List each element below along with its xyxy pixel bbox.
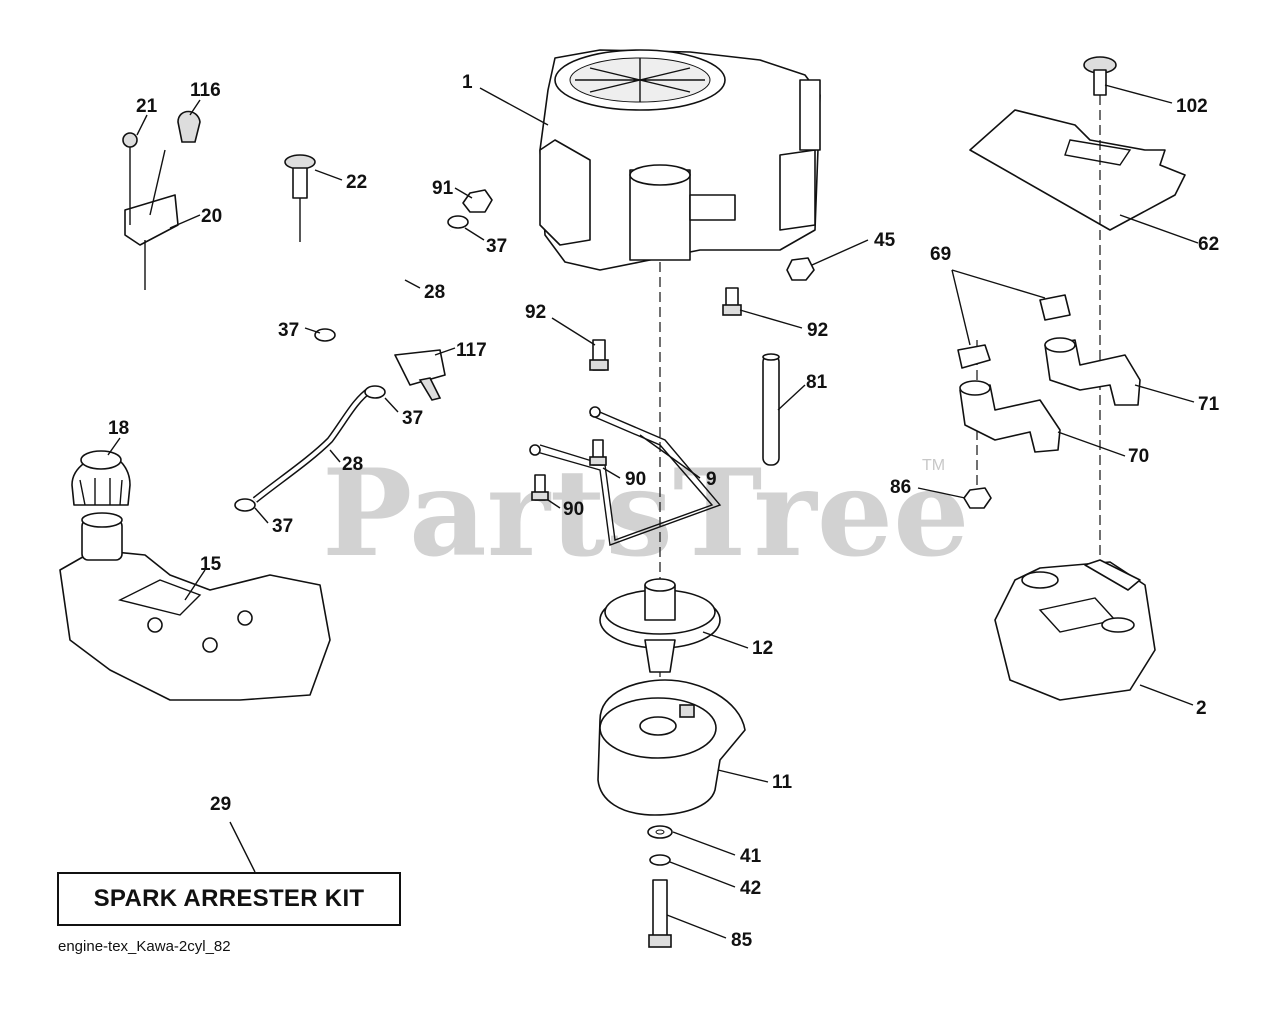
pulley-12-part[interactable]	[599, 578, 721, 673]
diagram-code: engine-tex_Kawa-2cyl_82	[58, 938, 231, 955]
spark-arrester-kit-label: SPARK ARRESTER KIT	[93, 885, 365, 912]
muffler-2-part[interactable]	[994, 559, 1156, 701]
fuel-line-lower-part[interactable]	[234, 385, 386, 512]
watermark-trademark: TM	[922, 457, 945, 474]
callout-9: 9	[706, 469, 717, 490]
callout-15: 15	[200, 554, 222, 575]
callout-28-b: 28	[342, 454, 363, 475]
engine-part[interactable]	[539, 49, 821, 271]
fuel-tank-part[interactable]	[59, 512, 331, 701]
throttle-control-part[interactable]	[122, 110, 201, 291]
callout-21: 21	[136, 96, 158, 117]
washer-41-part[interactable]	[647, 825, 673, 839]
fuel-shutoff-valve-part[interactable]	[394, 349, 446, 401]
callout-37-a: 37	[486, 236, 507, 257]
callout-20: 20	[201, 206, 222, 227]
callout-29: 29	[210, 794, 231, 815]
callout-28-a: 28	[424, 282, 445, 303]
callout-90-a: 90	[625, 469, 646, 490]
callout-117: 117	[456, 340, 487, 361]
callout-102: 102	[1176, 96, 1208, 117]
callout-37-c: 37	[402, 408, 423, 429]
nut-91-part[interactable]	[462, 189, 493, 213]
pto-clutch-11-part[interactable]	[597, 679, 746, 816]
callout-1: 1	[462, 72, 473, 93]
callout-85: 85	[731, 930, 753, 951]
callout-92-b: 92	[807, 320, 828, 341]
heat-shield-62-part[interactable]	[969, 109, 1186, 231]
callout-37-d: 37	[272, 516, 293, 537]
washer-42-part[interactable]	[649, 854, 671, 866]
callout-81: 81	[806, 372, 828, 393]
callout-91: 91	[432, 178, 454, 199]
bolt-85-part[interactable]	[648, 879, 672, 948]
callout-116: 116	[190, 80, 221, 101]
watermark-text: PartsTree	[322, 443, 969, 584]
callout-62: 62	[1198, 234, 1219, 255]
choke-knob-part[interactable]	[284, 154, 316, 242]
callout-12: 12	[752, 638, 773, 659]
bolt-92-right-part[interactable]	[722, 287, 742, 316]
callout-45: 45	[874, 230, 896, 251]
fuel-line-upper-part[interactable]	[314, 215, 469, 342]
nut-45-part[interactable]	[786, 257, 815, 281]
callout-11: 11	[772, 772, 793, 793]
callout-37-b: 37	[278, 320, 299, 341]
bolt-90-left-part[interactable]	[531, 474, 549, 501]
callout-42: 42	[740, 878, 761, 899]
callout-71: 71	[1198, 394, 1220, 415]
bolt-92-left-part[interactable]	[589, 339, 609, 371]
bolt-90-right-part[interactable]	[589, 439, 607, 466]
spark-arrester-kit-box[interactable]: SPARK ARRESTER KIT	[57, 872, 401, 926]
leader-lines	[107, 84, 1199, 939]
callout-69: 69	[930, 244, 951, 265]
fuel-cap-part[interactable]	[71, 450, 131, 506]
tube-81-part[interactable]	[762, 353, 780, 466]
callout-92-a: 92	[525, 302, 546, 323]
callout-18: 18	[108, 418, 129, 439]
callout-2: 2	[1196, 698, 1207, 719]
callout-41: 41	[740, 846, 762, 867]
callout-90-b: 90	[563, 499, 584, 520]
exhaust-pipe-71-part[interactable]	[1044, 337, 1141, 406]
gasket-69-part[interactable]	[957, 294, 1071, 369]
callout-22: 22	[346, 172, 367, 193]
bolt-102-part[interactable]	[1083, 56, 1117, 96]
exhaust-pipe-70-part[interactable]	[959, 380, 1061, 453]
callout-86: 86	[890, 477, 911, 498]
callout-70: 70	[1128, 446, 1149, 467]
callout-labels: 1 21 116 20 22 91 37 28 37 117 37 28 37 …	[108, 72, 1220, 951]
